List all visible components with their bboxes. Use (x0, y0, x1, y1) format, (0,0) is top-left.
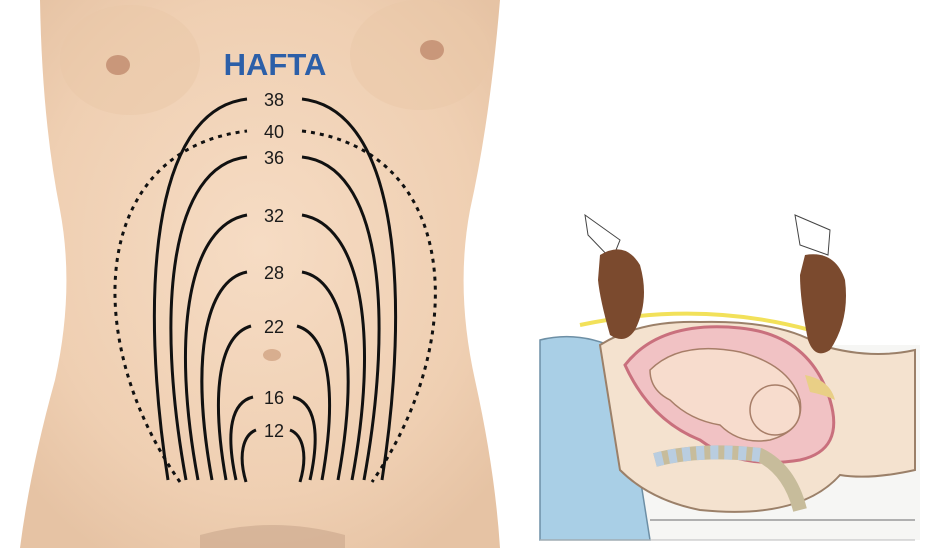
week-label-38: 38 (264, 90, 284, 110)
right-nipple (420, 40, 444, 60)
measurement-panel (540, 215, 920, 540)
navel (263, 349, 281, 361)
right-hand (795, 215, 846, 353)
left-nipple (106, 55, 130, 75)
week-label-16: 16 (264, 388, 284, 408)
fetal-head (750, 385, 800, 435)
title: HAFTA (224, 47, 327, 82)
week-label-32: 32 (264, 206, 284, 226)
week-label-40: 40 (264, 122, 284, 142)
week-label-22: 22 (264, 317, 284, 337)
abdomen-panel: HAFTA 38 40 36 32 28 22 16 12 (20, 0, 500, 548)
week-label-36: 36 (264, 148, 284, 168)
week-label-12: 12 (264, 421, 284, 441)
left-breast-shadow (60, 5, 200, 115)
right-breast-shadow (350, 0, 490, 110)
week-label-28: 28 (264, 263, 284, 283)
